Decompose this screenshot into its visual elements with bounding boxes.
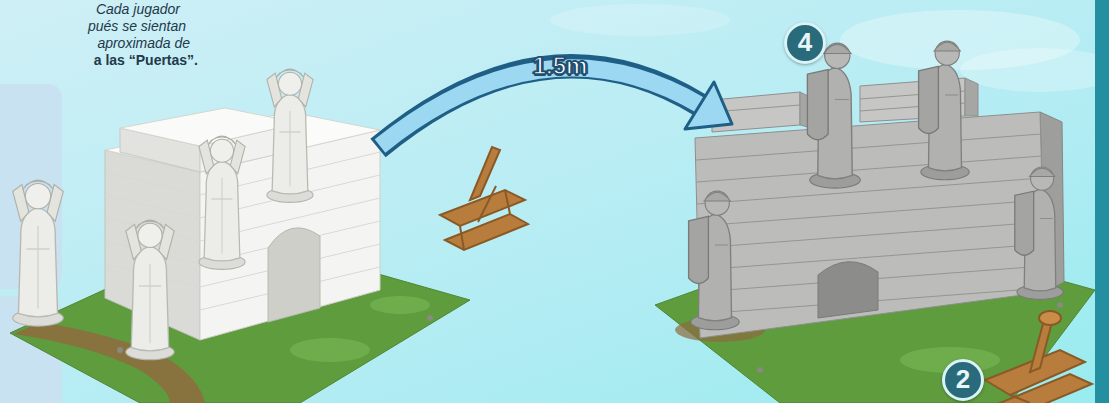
intro-text: aproximada de — [97, 35, 190, 51]
intro-text-bold: a las “Puertas”. — [94, 52, 198, 68]
callout-number: 2 — [942, 359, 984, 401]
intro-text: pués se sientan — [88, 18, 186, 34]
intro-text: Cada jugador — [96, 1, 180, 17]
callout-number: 4 — [784, 22, 826, 64]
distance-label: 1.5m — [533, 52, 588, 80]
